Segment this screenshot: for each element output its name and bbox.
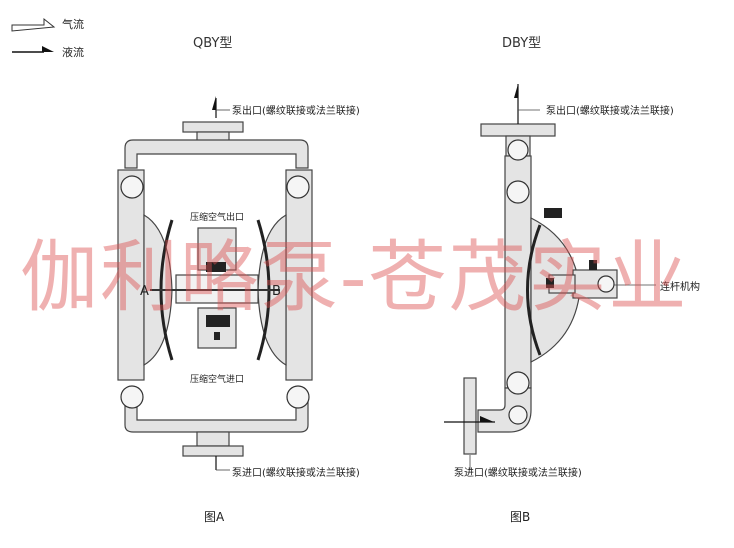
qby-air-valve [206,262,230,340]
dby-dark-parts [544,208,597,288]
qby-pump-body [117,121,313,457]
legend-liquid-flow-label: 液流 [62,46,84,59]
dby-outlet-arrow [514,84,519,124]
legend-liquid-flow-icon [12,46,54,53]
qby-air-outlet-label: 压缩空气出口 [190,213,245,223]
qby-outlet-arrow [212,96,217,118]
dby-ball-valves [506,139,615,425]
dby-title: DBY型 [502,36,542,51]
qby-title: QBY型 [193,36,233,51]
dby-outlet-label: 泵出口(螺纹联接或法兰联接) [546,106,674,117]
dby-inlet-arrow [444,416,495,423]
legend-air-flow-label: 气流 [62,18,84,31]
dby-caption: 图B [510,510,531,524]
legend-air-flow-icon [11,17,56,32]
qby-air-inlet-label: 压缩空气进口 [190,375,245,385]
dby-linkage-label: 连杆机构 [660,282,700,293]
qby-outlet-label: 泵出口(螺纹联接或法兰联接) [232,106,360,117]
qby-label-a: A [140,284,149,299]
dby-diaphragm [526,224,542,356]
qby-label-b: B [272,284,281,299]
qby-caption: 图A [204,510,225,524]
dby-pump-body [463,123,618,455]
qby-ball-valves [120,175,310,409]
qby-inlet-label: 泵进口(螺纹联接或法兰联接) [232,468,360,479]
dby-inlet-label: 泵进口(螺纹联接或法兰联接) [454,468,582,479]
